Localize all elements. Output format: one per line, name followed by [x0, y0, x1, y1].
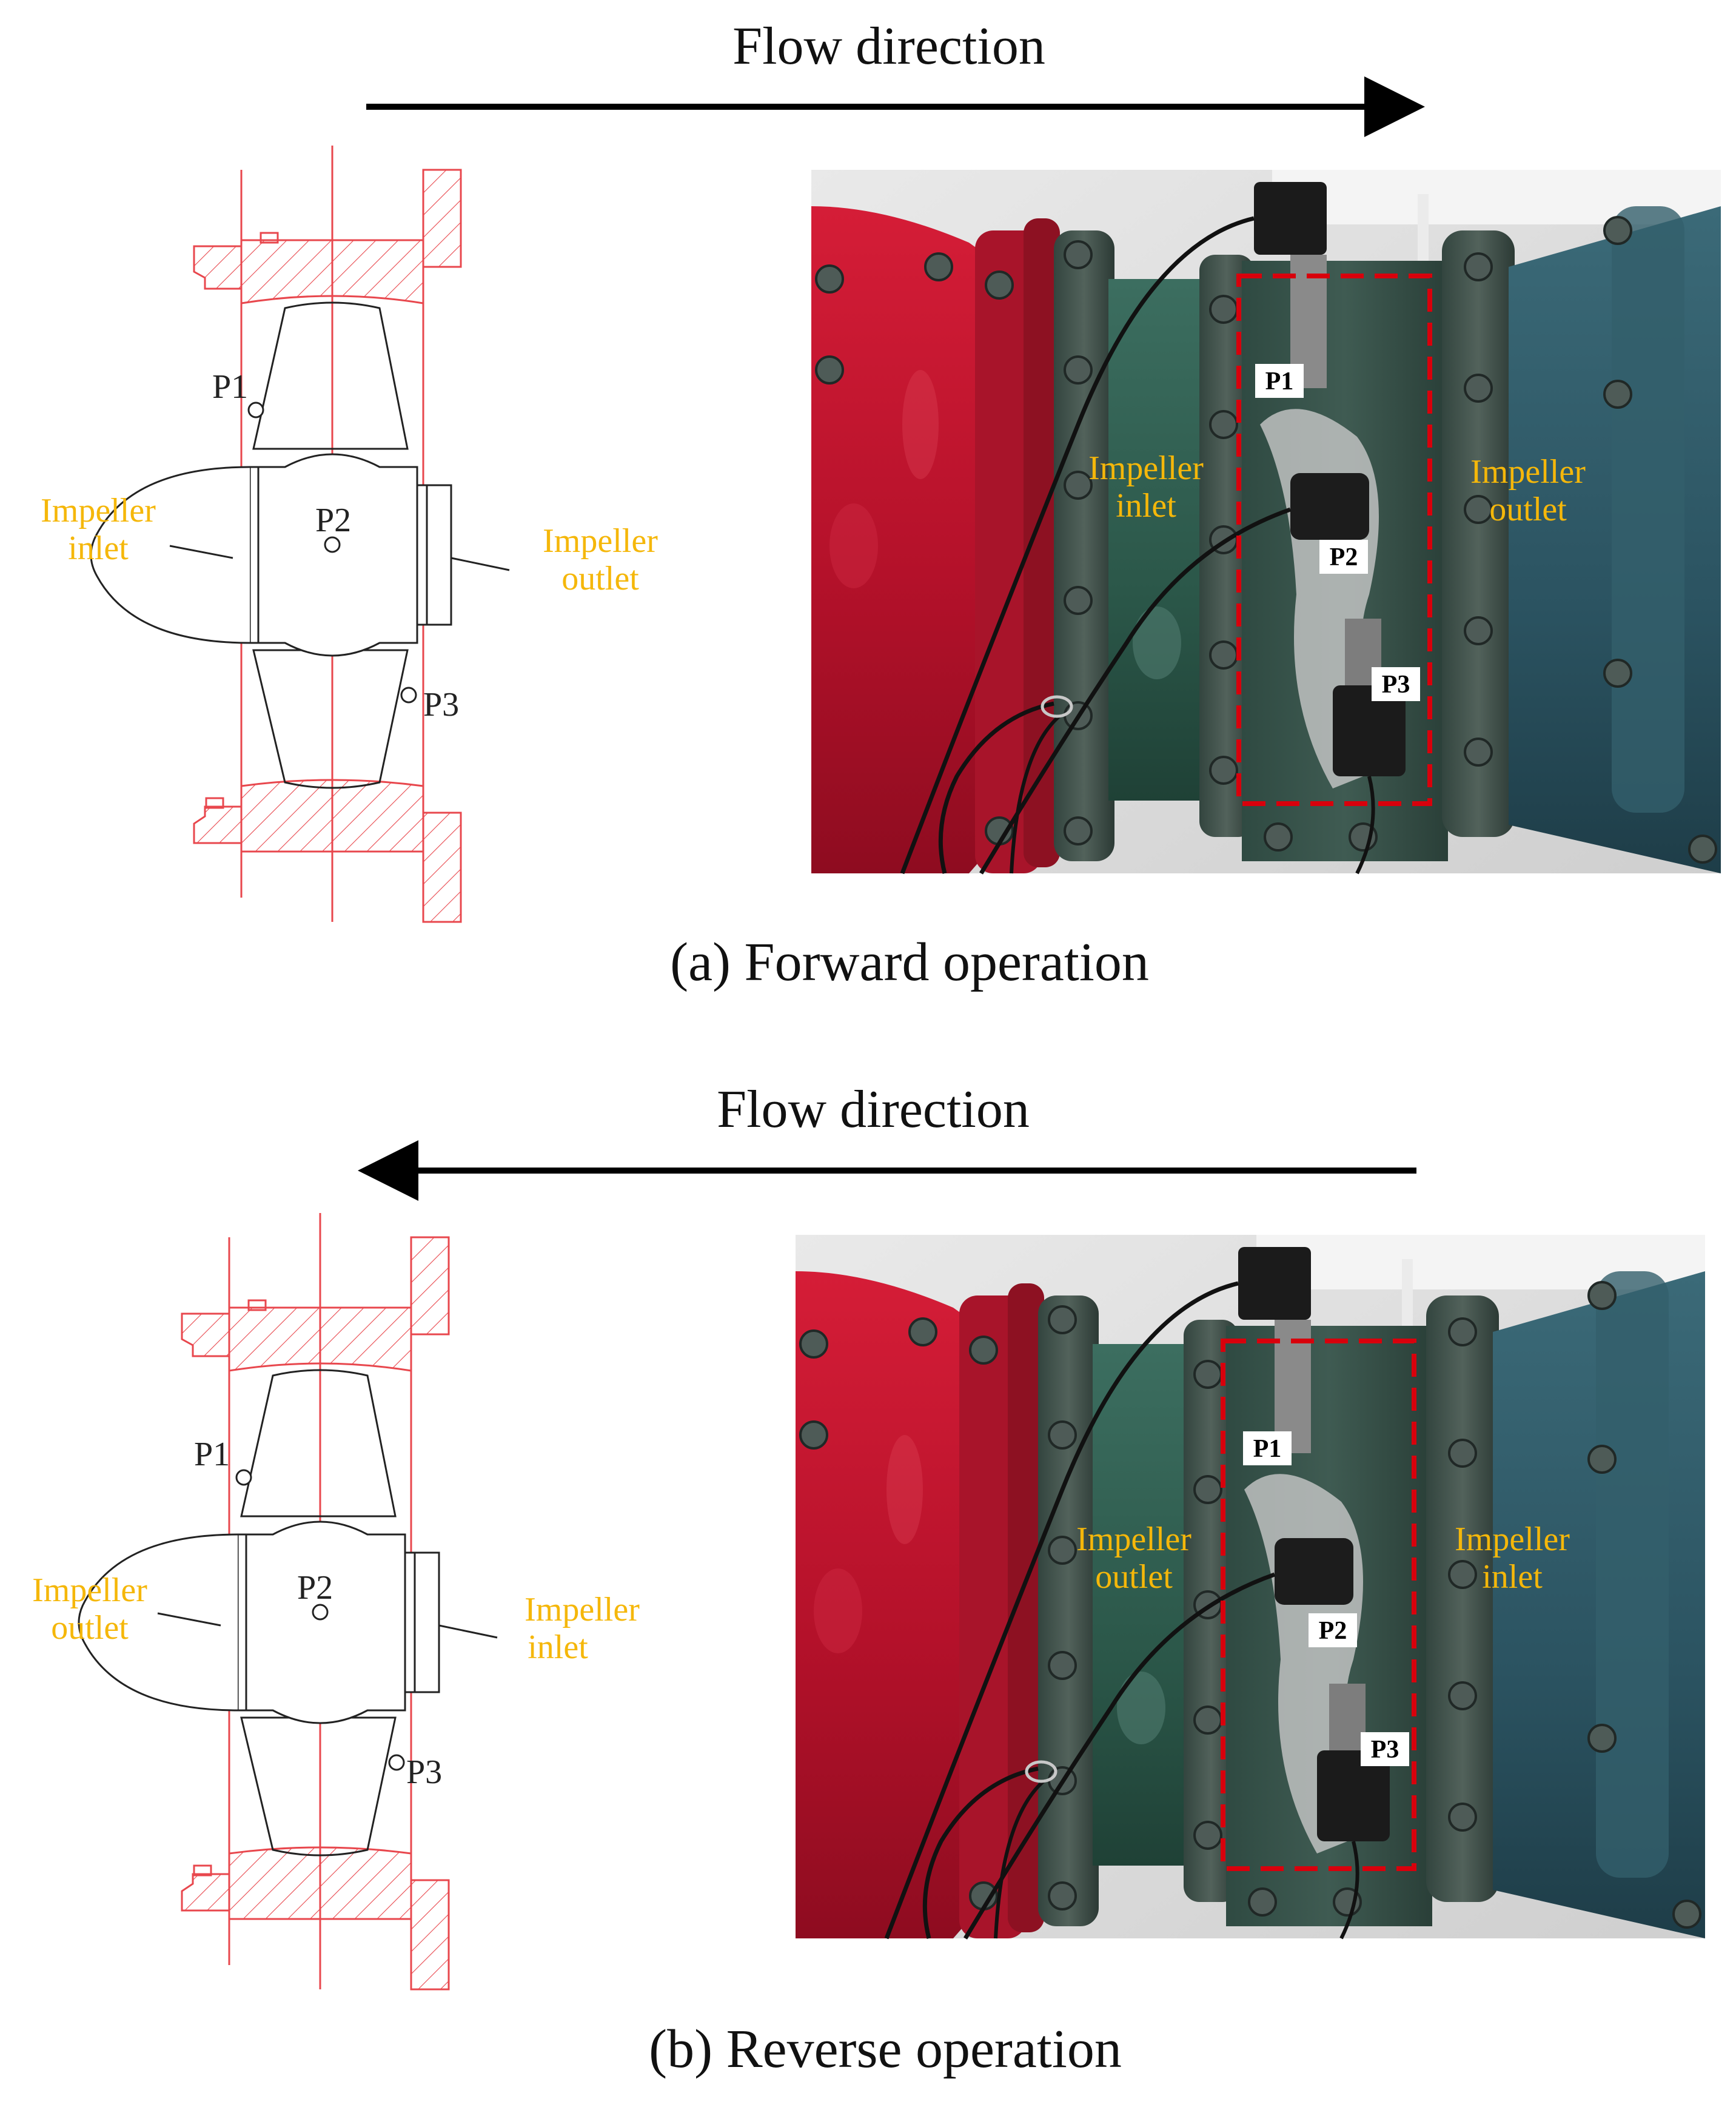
point-label-p1-b: P1 — [194, 1436, 230, 1473]
photo-tag-p3: P3 — [1372, 667, 1420, 701]
flow-direction-label-b: Flow direction — [717, 1080, 1030, 1139]
svg-text:P1: P1 — [1253, 1435, 1282, 1463]
pump-photo-a: P1 P2 P3 Impeller inlet Impeller outlet — [811, 170, 1721, 873]
point-label-p2-b: P2 — [297, 1569, 333, 1607]
panel-reverse-operation: Flow direction P1 P2 P3 Impeller outlet … — [32, 1080, 1705, 2079]
photo-left-label-line2: inlet — [1116, 487, 1176, 525]
technical-drawing-a: P1 P2 P3 Impeller inlet Impeller outlet — [41, 144, 658, 923]
flow-direction-label-a: Flow direction — [732, 17, 1045, 76]
photo-right-label-line1: Impeller — [1470, 453, 1586, 491]
drawing-left-label-line2: inlet — [68, 529, 129, 567]
drawing-left-label-line1-b: Impeller — [32, 1571, 147, 1609]
photo-right-label-line1-b: Impeller — [1455, 1521, 1570, 1558]
caption-reverse: (b) Reverse operation — [649, 2019, 1122, 2079]
panel-forward-operation: Flow direction P1 P2 P3 Impeller inlet I… — [41, 17, 1721, 992]
point-label-p1: P1 — [212, 368, 248, 406]
point-label-p3: P3 — [423, 686, 459, 724]
pump-photo-b: P1 P2 P3 Impeller outlet Impeller inlet — [796, 1235, 1705, 1938]
photo-tag-p1-b: P1 — [1243, 1431, 1292, 1465]
technical-drawing-b: P1 P2 P3 Impeller outlet Impeller inlet — [32, 1212, 640, 1991]
drawing-right-label-line2-b: inlet — [528, 1628, 588, 1666]
photo-tag-p1: P1 — [1255, 364, 1304, 398]
drawing-right-label-line2: outlet — [561, 560, 639, 597]
photo-tag-p3-b: P3 — [1361, 1732, 1409, 1766]
photo-right-label-line2: outlet — [1489, 491, 1567, 528]
svg-text:P2: P2 — [1319, 1617, 1347, 1645]
point-label-p3-b: P3 — [406, 1753, 442, 1791]
svg-text:P3: P3 — [1371, 1736, 1399, 1764]
svg-text:P2: P2 — [1330, 543, 1358, 571]
photo-left-label-line1-b: Impeller — [1076, 1521, 1191, 1558]
drawing-left-label-line2-b: outlet — [51, 1609, 129, 1647]
point-label-p2: P2 — [315, 502, 351, 539]
svg-text:P3: P3 — [1382, 671, 1410, 699]
drawing-right-label-line1-b: Impeller — [524, 1591, 640, 1628]
drawing-left-label-line1: Impeller — [41, 492, 156, 529]
photo-right-label-line2-b: inlet — [1482, 1558, 1543, 1596]
photo-tag-p2: P2 — [1319, 540, 1368, 574]
caption-forward: (a) Forward operation — [670, 932, 1149, 992]
svg-text:P1: P1 — [1265, 368, 1294, 395]
photo-tag-p2-b: P2 — [1309, 1613, 1357, 1647]
drawing-right-label-line1: Impeller — [543, 522, 658, 560]
photo-left-label-line2-b: outlet — [1095, 1558, 1173, 1596]
photo-left-label-line1: Impeller — [1088, 449, 1204, 487]
